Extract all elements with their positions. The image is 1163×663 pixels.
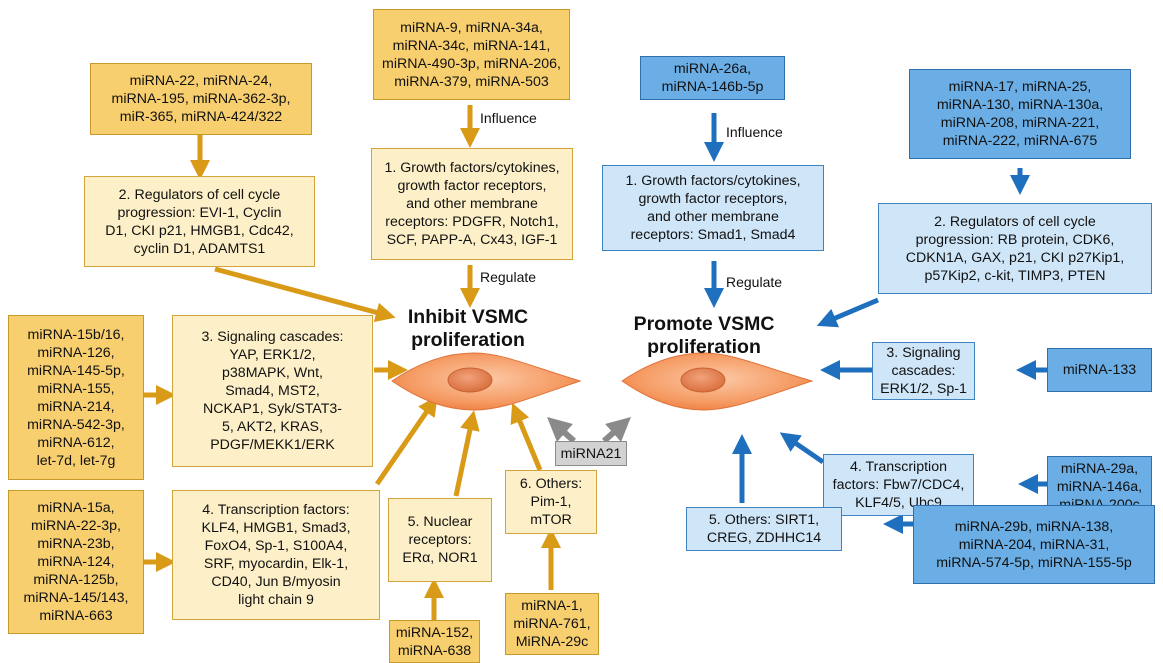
inhibit-regulate-label: Regulate (480, 269, 537, 285)
arrow-transcription-to-cell (374, 395, 438, 486)
arrow-transcription-to-promote (779, 432, 825, 465)
arrow-cellcycle-to-promote (816, 297, 879, 328)
vsmc-cell-inhibit (391, 352, 582, 411)
promote-signaling-mirnas: miRNA-133 (1047, 348, 1152, 392)
inhibit-others-mirnas: miRNA-1, miRNA-761, MiRNA-29c (505, 593, 599, 655)
arrow-cellcycle-to-inhibit (214, 266, 396, 323)
inhibit-nuclear-box: 5. Nuclear receptors: ERα, NOR1 (388, 498, 492, 582)
promote-others-mirnas: miRNA-29b, miRNA-138, miRNA-204, miRNA-3… (913, 505, 1155, 584)
promote-cellcycle-box: 2. Regulators of cell cycle progression:… (878, 203, 1152, 294)
promote-growth-mirnas: miRNA-26a, miRNA-146b-5p (640, 56, 785, 100)
inhibit-growth-factors-box: 1. Growth factors/cytokines, growth fact… (371, 148, 573, 260)
inhibit-transcription-box: 4. Transcription factors: KLF4, HMGB1, S… (172, 490, 380, 620)
promote-others-box: 5. Others: SIRT1, CREG, ZDHHC14 (686, 507, 842, 551)
promote-title: Promote VSMC proliferation (633, 313, 775, 358)
arrow-nuclear-to-cell (453, 410, 480, 497)
arrow-mirna21-to-inhibit (547, 417, 576, 444)
inhibit-cellcycle-mirnas: miRNA-22, miRNA-24, miRNA-195, miRNA-362… (90, 63, 312, 135)
promote-regulate-label: Regulate (726, 274, 783, 290)
promote-influence-label: Influence (726, 124, 783, 140)
inhibit-others-box: 6. Others: Pim-1, mTOR (505, 470, 597, 534)
inhibit-title: Inhibit VSMC proliferation (407, 306, 529, 351)
inhibit-growth-mirnas: miRNA-9, miRNA-34a, miRNA-34c, miRNA-141… (373, 9, 570, 100)
promote-growth-factors-box: 1. Growth factors/cytokines, growth fact… (602, 165, 824, 251)
inhibit-signaling-mirnas: miRNA-15b/16, miRNA-126, miRNA-145-5p, m… (8, 315, 144, 480)
vsmc-cell-promote (621, 352, 814, 411)
arrow-mirna21-to-promote (602, 417, 631, 444)
inhibit-nuclear-mirnas: miRNA-152, miRNA-638 (389, 620, 480, 663)
arrow-others-to-cell (510, 402, 543, 471)
promote-signaling-box: 3. Signaling cascades: ERK1/2, Sp-1 (872, 342, 975, 400)
shared-mirna21: miRNA21 (555, 441, 627, 466)
promote-cellcycle-mirnas: miRNA-17, miRNA-25, miRNA-130, miRNA-130… (909, 69, 1131, 159)
inhibit-transcription-mirnas: miRNA-15a, miRNA-22-3p, miRNA-23b, miRNA… (8, 490, 144, 634)
inhibit-signaling-box: 3. Signaling cascades: YAP, ERK1/2, p38M… (172, 315, 373, 467)
inhibit-cellcycle-box: 2. Regulators of cell cycle progression:… (84, 176, 315, 267)
promote-transcription-box: 4. Transcription factors: Fbw7/CDC4, KLF… (823, 454, 974, 516)
inhibit-influence-label: Influence (480, 110, 537, 126)
